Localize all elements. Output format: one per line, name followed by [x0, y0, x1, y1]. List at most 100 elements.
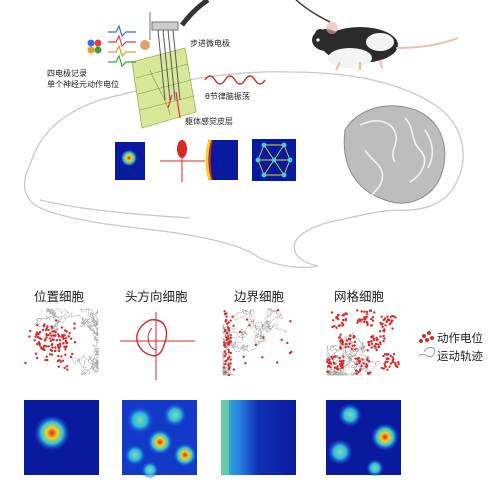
- spike-dot: [73, 322, 76, 325]
- trajectory-legend-marker: [418, 347, 436, 358]
- spike-dot: [341, 314, 344, 317]
- trajectory-path: [33, 308, 99, 376]
- spike-dot: [60, 355, 63, 358]
- spike-dot: [50, 343, 53, 347]
- spike-dot: [38, 336, 41, 340]
- spike-dot: [227, 327, 231, 331]
- heatmap-grid: [326, 400, 401, 477]
- spike-dot: [290, 350, 293, 353]
- cortex-label: 躯体感觉皮层: [185, 117, 233, 126]
- spike-dot: [389, 362, 393, 365]
- spike-dot: [394, 363, 397, 366]
- spike-dot: [52, 334, 55, 337]
- spike-dot: [43, 339, 47, 342]
- spike-dot: [394, 316, 397, 319]
- spike-dot: [367, 372, 370, 375]
- spike-dot: [50, 349, 54, 352]
- spike-dot: [388, 365, 391, 368]
- spike-dot: [50, 353, 54, 356]
- spike-dot: [332, 319, 335, 322]
- spike-dot: [261, 356, 264, 359]
- spike-dot: [397, 363, 400, 366]
- spike-dot: [354, 357, 357, 360]
- spike-dot: [226, 335, 229, 338]
- spike-dot: [58, 342, 62, 346]
- spike-dot: [44, 328, 48, 331]
- spike-dot: [329, 362, 333, 365]
- spike-dot: [53, 330, 56, 333]
- spike-dot: [47, 334, 50, 337]
- spike-dot: [61, 359, 64, 362]
- spike-dot: [388, 322, 391, 326]
- spike-dot: [327, 362, 331, 365]
- spike-dot: [223, 345, 227, 348]
- spike-dot: [370, 340, 373, 343]
- spike-dot: [363, 320, 366, 324]
- spike-dot: [387, 352, 390, 356]
- spike-dot: [397, 361, 400, 364]
- spike-dot: [64, 337, 67, 340]
- spike-dot: [342, 362, 345, 365]
- spike-dot: [57, 354, 60, 358]
- spike-dot: [347, 345, 350, 348]
- legend-trajectory-label: 运动轨迹: [437, 349, 483, 363]
- spike-dot: [57, 334, 61, 338]
- spike-dot: [65, 365, 69, 368]
- theta-wave: [204, 75, 266, 85]
- spike-dot: [29, 329, 32, 333]
- spike-dot: [223, 310, 226, 313]
- spike-dot: [71, 352, 74, 356]
- spike-dot: [36, 356, 39, 360]
- spike-dot: [337, 318, 340, 321]
- spike-dot: [338, 363, 342, 366]
- spike-dot: [225, 312, 228, 315]
- spike-dot: [360, 365, 363, 368]
- spike-dot: [353, 344, 356, 347]
- spike-dot: [65, 330, 68, 333]
- spike-dot: [345, 339, 349, 342]
- spike-dot: [365, 310, 369, 314]
- spike-dot: [344, 319, 347, 322]
- spike-dot: [222, 366, 226, 369]
- spike-dot: [227, 373, 231, 376]
- spike-dot: [384, 353, 387, 356]
- spike-dot: [386, 315, 389, 318]
- spike-dot: [326, 358, 329, 362]
- spike-dot: [364, 318, 367, 321]
- spike-dot: [226, 342, 229, 345]
- spike-dot: [370, 324, 373, 327]
- spike-dot: [63, 366, 66, 370]
- legend-spikes-label: 动作电位: [437, 331, 483, 345]
- spike-dot: [47, 328, 50, 332]
- spike-dot: [348, 338, 352, 341]
- spike-dot: [386, 360, 389, 363]
- spike-dot: [62, 337, 65, 341]
- headdirection-polar-panel: [120, 312, 195, 380]
- spike-dot: [360, 318, 364, 321]
- spike-dot: [366, 323, 369, 327]
- spike-dot: [49, 353, 52, 356]
- spike-dot: [333, 362, 336, 365]
- spike-dot: [382, 367, 385, 370]
- spike-dot: [391, 356, 394, 359]
- spike-dot: [348, 342, 351, 345]
- spike-dot: [339, 346, 342, 349]
- spike-dot: [366, 313, 369, 316]
- spike-dot: [375, 348, 378, 352]
- spike-dot: [376, 338, 379, 341]
- spike-dot: [49, 339, 53, 343]
- spike-dot: [286, 341, 289, 345]
- spike-dot: [378, 341, 382, 344]
- grid-cell-trajectory-panel: [326, 308, 401, 376]
- spike-dot: [378, 330, 382, 333]
- spike-dot: [231, 315, 234, 318]
- spike-dot: [383, 337, 386, 340]
- spike-dot: [373, 337, 376, 341]
- spike-dot: [50, 334, 53, 337]
- spike-dot: [336, 368, 340, 371]
- border-cell-title: 边界细胞: [234, 289, 285, 304]
- spike-legend-marker: [419, 331, 434, 343]
- spike-dot: [225, 338, 229, 341]
- spike-dot: [380, 366, 384, 370]
